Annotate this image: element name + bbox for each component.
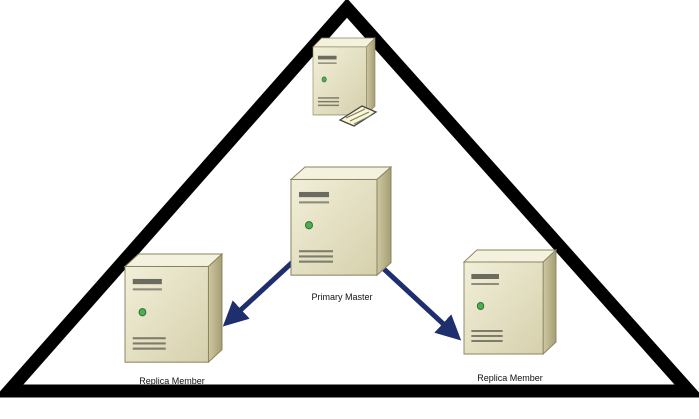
replica-left-node [124, 253, 223, 363]
server-tower-icon [463, 249, 557, 355]
triangle-outline [0, 0, 699, 398]
replica-right-label: Replica Member [477, 373, 543, 383]
keyboard-icon [338, 105, 378, 127]
arbiter-node [312, 37, 378, 127]
primary-node [290, 166, 392, 276]
server-tower-icon [312, 37, 376, 116]
primary-label: Primary Master [311, 292, 373, 302]
replica-right-node [463, 249, 557, 355]
server-tower-icon [124, 253, 223, 363]
arrow-primary-to-left [222, 256, 299, 327]
replica-left-label: Replica Member [139, 376, 205, 386]
arrow-primary-to-right [370, 256, 462, 341]
server-tower-icon [290, 166, 392, 276]
